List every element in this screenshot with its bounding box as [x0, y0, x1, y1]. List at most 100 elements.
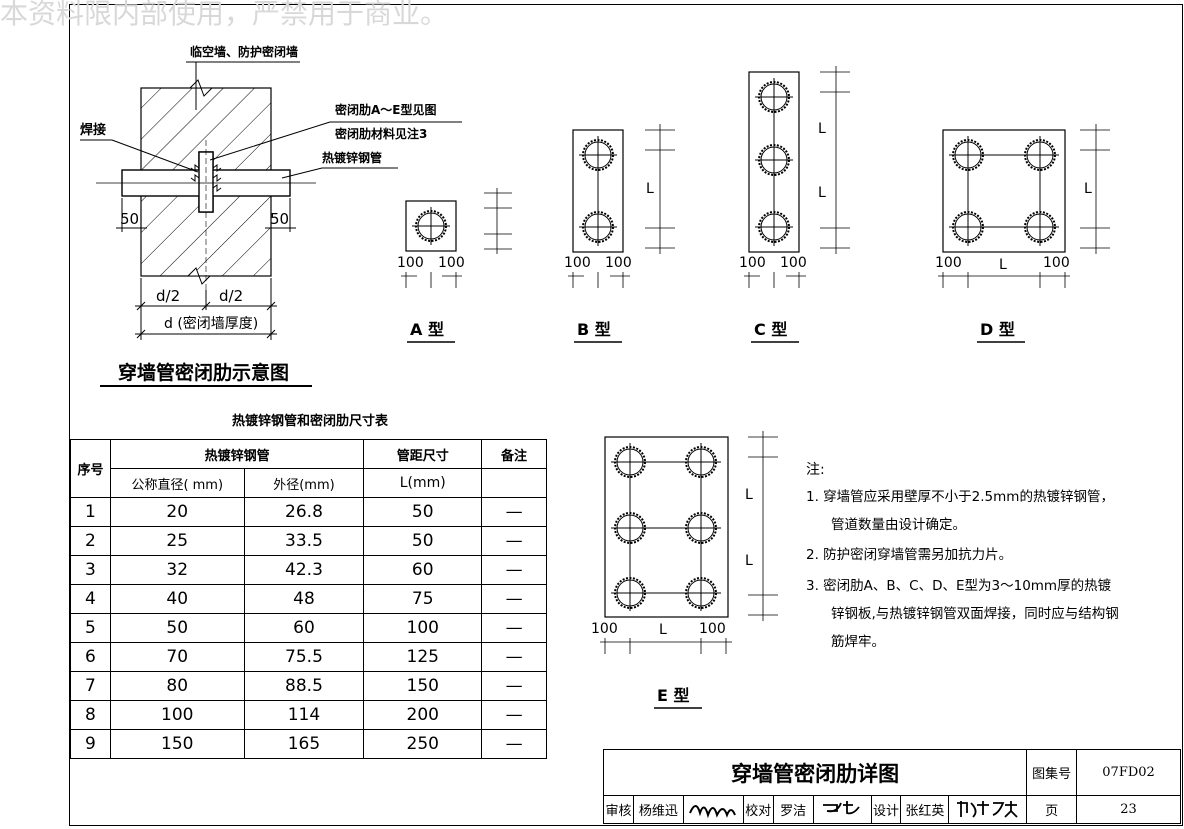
type-c-label: C 型 — [754, 320, 788, 339]
notes-heading: 注: — [806, 462, 825, 478]
type-d-label: D 型 — [980, 320, 1015, 339]
header-seq: 序号 — [70, 439, 111, 498]
cell: 7 — [70, 671, 111, 701]
cell: 75.5 — [243, 642, 365, 672]
dim-e-2: 100 — [699, 621, 726, 637]
cell: 60 — [243, 613, 365, 643]
dim-a-2: 100 — [438, 255, 465, 271]
cell: — — [481, 613, 547, 643]
type-a-label: A 型 — [410, 320, 444, 339]
size-table: 序号 热镀锌钢管 管距尺寸 备注 公称直径( mm) 外径(mm) L(mm) … — [70, 439, 547, 759]
note-2: 2. 防护密闭穿墙管需另加抗力片。 — [806, 547, 1013, 563]
atlas-number: 07FD02 — [1076, 749, 1181, 796]
cell: 4 — [70, 584, 111, 614]
dim-50-right: 50 — [270, 210, 290, 228]
header-spacing: 管距尺寸 — [363, 439, 483, 469]
cell: 114 — [243, 700, 365, 730]
dim-c-2: 100 — [780, 255, 807, 271]
cell: 26.8 — [243, 497, 365, 527]
dim-c-L2: L — [818, 185, 826, 201]
note-3a: 3. 密闭肋A、B、C、D、E型为3～10mm厚的热镀 — [806, 578, 1112, 594]
design-label: 设计 — [870, 795, 902, 824]
note-3c: 筋焊牢。 — [831, 634, 885, 650]
cell: 5 — [70, 613, 111, 643]
note-1b: 管道数量由设计确定。 — [831, 517, 966, 533]
checker-signature-mark — [823, 800, 860, 814]
dim-d-1: 100 — [935, 255, 962, 271]
type-a-plate — [405, 200, 457, 252]
dim-d-L: L — [999, 257, 1007, 273]
note-1a: 1. 穿墙管应采用壁厚不小于2.5mm的热镀锌钢管， — [806, 489, 1114, 505]
cell: — — [481, 700, 547, 730]
header-L: L(mm) — [363, 468, 483, 498]
rib-label-2: 密闭肋材料见注3 — [335, 127, 428, 141]
designer-signature — [948, 795, 1028, 824]
type-e-plate — [604, 436, 729, 618]
cell: — — [481, 729, 547, 759]
cell: 100 — [363, 613, 483, 643]
header-pipe: 热镀锌钢管 — [109, 439, 365, 469]
dim-b-1: 100 — [564, 255, 591, 271]
dim-50-left: 50 — [120, 210, 140, 228]
checker-signature — [812, 795, 872, 824]
dim-half-left: d/2 — [156, 287, 181, 305]
cell: 40 — [109, 584, 245, 614]
dim-e-1: 100 — [591, 621, 618, 637]
drawing-frame — [69, 4, 1183, 826]
dim-e-L: L — [659, 622, 667, 638]
reviewer-signature-mark — [689, 804, 737, 818]
cell: 70 — [109, 642, 245, 672]
cell: 1 — [70, 497, 111, 527]
type-b-label: B 型 — [577, 320, 611, 339]
cell: 250 — [363, 729, 483, 759]
cell: 80 — [109, 671, 245, 701]
page-number: 23 — [1076, 795, 1181, 824]
schematic-caption: 穿墙管密闭肋示意图 — [118, 362, 290, 384]
rib-label-1: 密闭肋A～E型见图 — [335, 103, 437, 117]
cell: 88.5 — [243, 671, 365, 701]
cell: 2 — [70, 526, 111, 556]
reviewer-name: 杨维迅 — [632, 795, 684, 824]
type-b-plate — [572, 129, 624, 253]
cell: 42.3 — [243, 555, 365, 585]
cell: 48 — [243, 584, 365, 614]
cell: — — [481, 555, 547, 585]
pipe — [96, 140, 316, 300]
cell: 6 — [70, 642, 111, 672]
weld-label: 焊接 — [80, 123, 107, 138]
type-e-label: E 型 — [657, 686, 690, 705]
dim-e-L2: L — [745, 553, 753, 569]
header-nominal: 公称直径( mm) — [109, 468, 245, 498]
cell: 60 — [363, 555, 483, 585]
watermark: 本资料限内部使用，严禁用于商业。 — [0, 0, 449, 30]
designer-signature-mark — [956, 800, 1018, 818]
header-note: 备注 — [481, 439, 547, 469]
type-underlines — [100, 341, 1025, 709]
dim-d-2: 100 — [1043, 255, 1070, 271]
size-table-title: 热镀锌钢管和密闭肋尺寸表 — [232, 414, 389, 429]
dim-d-Lv: L — [1084, 181, 1092, 197]
type-d-plate — [942, 129, 1066, 253]
cell: 150 — [363, 671, 483, 701]
cell: — — [481, 526, 547, 556]
dim-b-L: L — [646, 181, 654, 197]
dim-c-1: 100 — [739, 255, 766, 271]
review-label: 审核 — [603, 795, 634, 824]
cell: 32 — [109, 555, 245, 585]
atlas-label: 图集号 — [1026, 749, 1078, 796]
cell: 20 — [109, 497, 245, 527]
header-empty — [481, 468, 547, 498]
note-3b: 锌钢板,与热镀锌钢管双面焊接，同时应与结构钢 — [831, 606, 1119, 622]
designer-name: 张红英 — [900, 795, 950, 824]
dim-thickness: d (密闭墙厚度) — [164, 316, 259, 332]
cell: 33.5 — [243, 526, 365, 556]
cell: 165 — [243, 729, 365, 759]
checker-name: 罗洁 — [772, 795, 814, 824]
cell: 200 — [363, 700, 483, 730]
